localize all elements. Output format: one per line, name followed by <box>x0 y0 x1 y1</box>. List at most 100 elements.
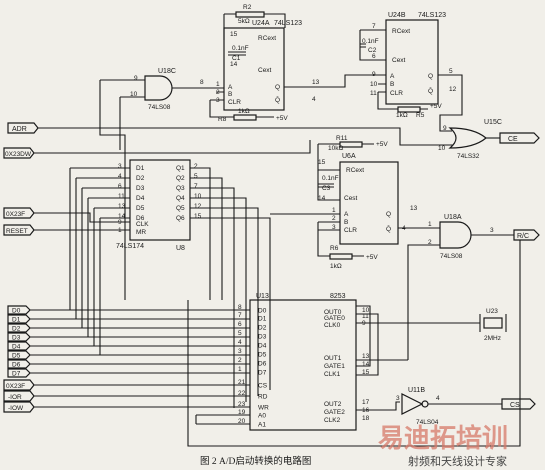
u8-q6-wire <box>190 217 271 390</box>
u23-ref: U23 <box>486 308 498 315</box>
u24b-b: B <box>390 81 394 88</box>
u8-d6-pin: 14 <box>118 213 126 220</box>
ior-input-label: -IOR <box>8 394 22 401</box>
u13-left-11-label: A0 <box>258 413 266 420</box>
u13-left-2-pin: 6 <box>238 321 242 328</box>
cs-output-label: CS <box>510 402 520 409</box>
r6-resistor <box>329 253 353 260</box>
u24b-part: 74LS123 <box>418 12 446 19</box>
c2-cap <box>360 43 366 48</box>
u8-q1-label: Q1 <box>176 165 185 172</box>
u13-left-0-label: D0 <box>258 308 267 315</box>
c3-value: 0.1nF <box>322 175 339 182</box>
u24b-box <box>385 19 439 105</box>
u13-left-4-label: D4 <box>258 343 267 350</box>
u13-left-9-label: RD <box>258 394 268 401</box>
iow-input-flag <box>3 401 35 413</box>
u11b-pin3: 3 <box>396 395 400 402</box>
u11b-inverter <box>401 393 424 415</box>
bus-label-d5: D5 <box>12 353 21 360</box>
u6a-pin2: 2 <box>332 215 336 222</box>
u24a-part: 74LS123 <box>274 20 302 27</box>
c2-label: C2 <box>368 47 377 54</box>
reset-input-label: RESET <box>6 228 28 235</box>
u13-right-4-pin: 14 <box>362 361 370 368</box>
u24a-q: Q <box>275 84 280 91</box>
u13-left-10-pin: 23 <box>238 401 246 408</box>
u11b-ref: U11B <box>408 387 425 394</box>
r8-resistor <box>233 114 257 121</box>
r8-wire <box>209 100 274 118</box>
clk-wire <box>34 212 130 223</box>
u18a-ref: U18A <box>444 214 462 221</box>
u6a-pin1: 1 <box>332 207 336 214</box>
u24b-qn: Q̄ <box>428 87 433 95</box>
u8-q5-pin: 12 <box>194 203 202 210</box>
r5-label: R5 <box>416 112 425 119</box>
u24a-pin13: 13 <box>312 79 320 86</box>
u13-right-6-pin: 17 <box>362 399 370 406</box>
watermark-title: 易迪拓培训 <box>378 424 508 454</box>
u24a-rcext: RCext <box>258 35 276 42</box>
e23-input-label: 0X23DW <box>5 151 32 158</box>
u6a-rcext: RCext <box>346 167 364 174</box>
r2-label: R2 <box>243 4 252 11</box>
r11-value: 10kΩ <box>328 145 343 152</box>
u18a-part: 74LS08 <box>440 253 463 260</box>
u13-left-9-pin: 22 <box>238 390 246 397</box>
u24a-cext: Cext <box>258 67 272 74</box>
u13-right-2-label: CLK0 <box>324 322 341 329</box>
bus-flag-d5 <box>7 350 31 360</box>
u24a-b-wire <box>210 91 224 101</box>
u8-d6-label: D6 <box>136 215 145 222</box>
u6a-c-wire <box>317 170 340 201</box>
u8-d3-label: D3 <box>136 185 145 192</box>
u13-left-5-pin: 3 <box>238 348 242 355</box>
u8-d5-label: D5 <box>136 205 145 212</box>
u13-right-0-label: OUT0 <box>324 309 342 316</box>
bus-flag-d1 <box>7 314 31 324</box>
u23-crystal <box>483 317 503 329</box>
x231-input-label: 0X23F <box>6 211 25 218</box>
iow-input-label: -IOW <box>8 405 24 412</box>
u8-d2-label: D2 <box>136 175 145 182</box>
ctrl-wires <box>34 384 250 408</box>
u13-right-5-label: CLK1 <box>324 371 341 378</box>
u6a-b-wire <box>318 221 340 231</box>
r5-vcc: +5V <box>430 103 442 110</box>
bus-label-d6: D6 <box>12 362 21 369</box>
u8-q1-pin: 2 <box>194 163 198 170</box>
u6a-q: Q <box>386 211 391 218</box>
bus-flag-d6 <box>7 359 31 369</box>
u8-d4-label: D4 <box>136 195 145 202</box>
u15c-pin9: 9 <box>443 125 447 132</box>
gate-tie-wire <box>356 305 371 367</box>
u13-left-7-label: D7 <box>258 370 267 377</box>
u15c-gate <box>448 127 487 149</box>
u24b-b-wire <box>378 83 386 93</box>
u8-d3-pin: 6 <box>118 183 122 190</box>
u13-left-12-pin: 20 <box>238 418 246 425</box>
u13-right-8-pin: 18 <box>362 415 370 422</box>
x233-input-flag <box>3 379 35 391</box>
bus-flag-d4 <box>7 341 31 351</box>
u18a-in2-wire <box>407 244 440 360</box>
u18a-pin1: 1 <box>428 221 432 228</box>
c1-cap <box>228 51 246 56</box>
u8-q5-label: Q5 <box>176 205 185 212</box>
u6a-box <box>339 161 399 245</box>
u24b-pin7: 7 <box>372 23 376 30</box>
u18c-in10-wire <box>119 96 145 150</box>
u6a-clr: CLR <box>344 227 357 234</box>
ior-input-flag <box>3 390 35 402</box>
u6a-pin15: 15 <box>318 159 326 166</box>
u13-left-1-pin: 7 <box>238 312 242 319</box>
u24a-b: B <box>228 91 232 98</box>
r5-wire <box>377 92 428 110</box>
out0-clk1-wire <box>356 313 379 376</box>
u18c-part: 74LS08 <box>148 104 171 111</box>
u8-q3-pin: 7 <box>194 183 198 190</box>
adr-wire <box>38 127 453 146</box>
u24b-ref: U24B <box>388 12 406 19</box>
rc-output-label: R/C <box>517 233 529 240</box>
